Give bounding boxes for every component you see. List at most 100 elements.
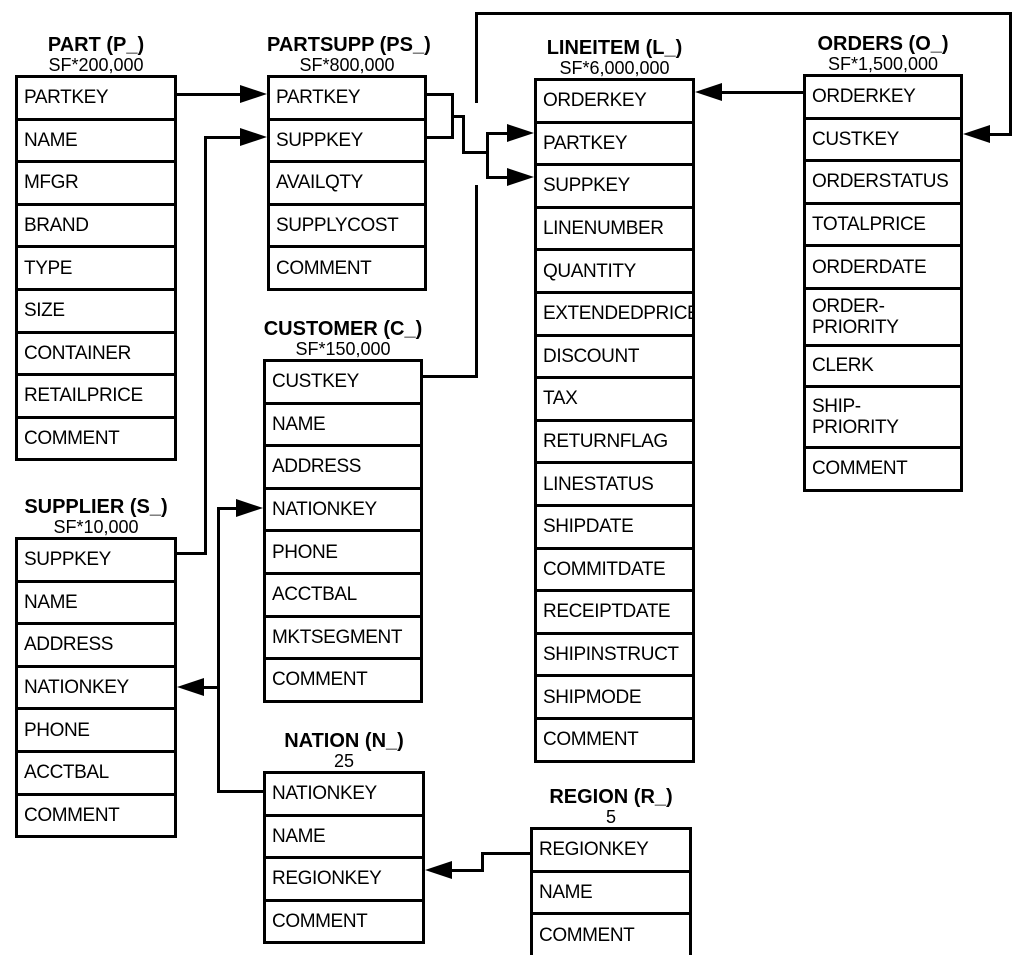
field-orders-orderstatus: ORDERSTATUS xyxy=(806,162,960,205)
field-lineitem-partkey: PARTKEY xyxy=(537,124,692,167)
rel-region-nation-stub xyxy=(481,852,530,855)
field-orders-orderpriority: ORDER- PRIORITY xyxy=(806,290,960,347)
field-orders-orderkey: ORDERKEY xyxy=(806,77,960,120)
field-supplier-name: NAME xyxy=(18,583,174,626)
table-region-cardinality: 5 xyxy=(605,807,616,827)
field-supplier-acctbal: ACCTBAL xyxy=(18,753,174,796)
field-lineitem-receiptdate: RECEIPTDATE xyxy=(537,592,692,635)
field-part-container: CONTAINER xyxy=(18,334,174,377)
table-customer-cardinality: SF*150,000 xyxy=(295,339,391,359)
rel-partsupp-lineitem-suppkey-arrowhead-icon xyxy=(507,168,534,186)
table-partsupp-title: PARTSUPP (PS_) xyxy=(267,34,431,56)
rel-customer-orders-arrowhead-icon xyxy=(963,125,990,143)
rel-customer-orders-line xyxy=(986,133,1012,136)
field-orders-clerk: CLERK xyxy=(806,347,960,388)
table-orders-box: ORDERKEY CUSTKEY ORDERSTATUS TOTALPRICE … xyxy=(803,74,963,492)
field-nation-regionkey: REGIONKEY xyxy=(266,859,422,902)
rel-partsupp-lineitem-jog xyxy=(451,115,465,118)
table-partsupp-box: PARTKEY SUPPKEY AVAILQTY SUPPLYCOST COMM… xyxy=(267,75,427,291)
table-orders-title: ORDERS (O_) xyxy=(817,33,949,55)
field-nation-nationkey: NATIONKEY xyxy=(266,774,422,817)
field-supplier-comment: COMMENT xyxy=(24,804,120,826)
rel-nation-trunk xyxy=(217,507,220,792)
field-nation-comment: COMMENT xyxy=(272,911,368,933)
field-lineitem-tax: TAX xyxy=(537,379,692,422)
rel-partsupp-lineitem-fork xyxy=(486,132,489,178)
field-part-name: NAME xyxy=(18,121,174,164)
rel-part-partsupp-line xyxy=(177,93,241,96)
field-customer-custkey: CUSTKEY xyxy=(266,362,420,405)
table-region-title: REGION (R_) xyxy=(549,786,673,808)
field-part-retailprice: RETAILPRICE xyxy=(18,376,174,419)
rel-supplier-partsupp-line xyxy=(204,136,242,139)
field-lineitem-extendedprice: EXTENDEDPRICE xyxy=(537,294,692,337)
field-lineitem-quantity: QUANTITY xyxy=(537,251,692,294)
field-partsupp-comment: COMMENT xyxy=(276,257,372,279)
field-part-comment: COMMENT xyxy=(24,428,120,450)
field-supplier-nationkey: NATIONKEY xyxy=(18,668,174,711)
field-customer-nationkey: NATIONKEY xyxy=(266,490,420,533)
field-customer-address: ADDRESS xyxy=(266,447,420,490)
field-orders-custkey: CUSTKEY xyxy=(806,120,960,163)
rel-region-nation-step xyxy=(481,852,484,872)
field-lineitem-linenumber: LINENUMBER xyxy=(537,209,692,252)
table-customer-box: CUSTKEY NAME ADDRESS NATIONKEY PHONE ACC… xyxy=(263,359,423,703)
field-lineitem-shipmode: SHIPMODE xyxy=(537,677,692,720)
table-customer: CUSTOMER (C_) SF*150,000 CUSTKEY NAME AD… xyxy=(263,318,423,703)
field-part-type: TYPE xyxy=(18,248,174,291)
field-lineitem-returnflag: RETURNFLAG xyxy=(537,422,692,465)
table-customer-title: CUSTOMER (C_) xyxy=(263,318,423,340)
rel-orders-lineitem-line xyxy=(720,91,803,94)
rel-partsupp-lineitem-link xyxy=(462,151,488,154)
field-lineitem-orderkey: ORDERKEY xyxy=(537,81,692,124)
field-partsupp-supplycost: SUPPLYCOST xyxy=(270,206,424,249)
field-lineitem-shipinstruct: SHIPINSTRUCT xyxy=(537,635,692,678)
rel-customer-orders-stub xyxy=(423,375,478,378)
field-nation-name: NAME xyxy=(266,817,422,860)
rel-orders-lineitem-arrowhead-icon xyxy=(695,83,722,101)
rel-customer-orders-riser-upper xyxy=(475,12,478,103)
field-partsupp-partkey: PARTKEY xyxy=(270,78,424,121)
table-lineitem-cardinality: SF*6,000,000 xyxy=(559,58,670,78)
rel-nation-customer-line xyxy=(217,507,237,510)
field-lineitem-suppkey: SUPPKEY xyxy=(537,166,692,209)
field-orders-comment: COMMENT xyxy=(812,458,908,480)
table-supplier: SUPPLIER (S_) SF*10,000 SUPPKEY NAME ADD… xyxy=(15,496,177,839)
field-region-comment: COMMENT xyxy=(539,924,635,946)
rel-partsupp-lineitem-drop xyxy=(462,115,465,154)
field-customer-phone: PHONE xyxy=(266,532,420,575)
field-partsupp-suppkey: SUPPKEY xyxy=(270,121,424,164)
table-orders: ORDERS (O_) SF*1,500,000 ORDERKEY CUSTKE… xyxy=(803,33,963,492)
table-supplier-box: SUPPKEY NAME ADDRESS NATIONKEY PHONE ACC… xyxy=(15,537,177,839)
table-lineitem-box: ORDERKEY PARTKEY SUPPKEY LINENUMBER QUAN… xyxy=(534,78,695,763)
rel-customer-orders-drop xyxy=(1009,12,1012,136)
field-supplier-address: ADDRESS xyxy=(18,625,174,668)
rel-supplier-partsupp-arrowhead-icon xyxy=(240,128,267,146)
table-region-box: REGIONKEY NAME COMMENT xyxy=(530,827,692,956)
rel-region-nation-line xyxy=(452,869,482,872)
field-lineitem-comment: COMMENT xyxy=(543,729,639,751)
rel-nation-nationkey-stub xyxy=(217,790,263,793)
table-orders-cardinality: SF*1,500,000 xyxy=(827,54,939,74)
table-part: PART (P_) SF*200,000 PARTKEY NAME MFGR B… xyxy=(15,34,177,462)
table-supplier-cardinality: SF*10,000 xyxy=(53,517,139,537)
rel-region-nation-arrowhead-icon xyxy=(425,861,452,879)
field-part-mfgr: MFGR xyxy=(18,163,174,206)
field-part-brand: BRAND xyxy=(18,206,174,249)
table-partsupp: PARTSUPP (PS_) SF*800,000 PARTKEY SUPPKE… xyxy=(267,34,431,291)
table-region: REGION (R_) 5 REGIONKEY NAME COMMENT xyxy=(530,786,692,956)
field-customer-comment: COMMENT xyxy=(272,669,368,691)
rel-nation-supplier-arrowhead-icon xyxy=(177,678,204,696)
rel-supplier-partsupp-riser xyxy=(204,136,207,554)
table-partsupp-cardinality: SF*800,000 xyxy=(299,55,395,75)
rel-supplier-partsupp-stub xyxy=(177,552,207,555)
table-lineitem: LINEITEM (L_) SF*6,000,000 ORDERKEY PART… xyxy=(534,37,695,763)
field-lineitem-shipdate: SHIPDATE xyxy=(537,507,692,550)
rel-nation-customer-arrowhead-icon xyxy=(236,499,263,517)
rel-customer-orders-top-rail xyxy=(475,12,1012,15)
table-part-title: PART (P_) xyxy=(47,34,145,56)
rel-partsupp-lineitem-suppkey-line xyxy=(486,176,510,179)
field-supplier-suppkey: SUPPKEY xyxy=(18,540,174,583)
field-customer-name: NAME xyxy=(266,405,420,448)
rel-part-partsupp-arrowhead-icon xyxy=(240,85,267,103)
